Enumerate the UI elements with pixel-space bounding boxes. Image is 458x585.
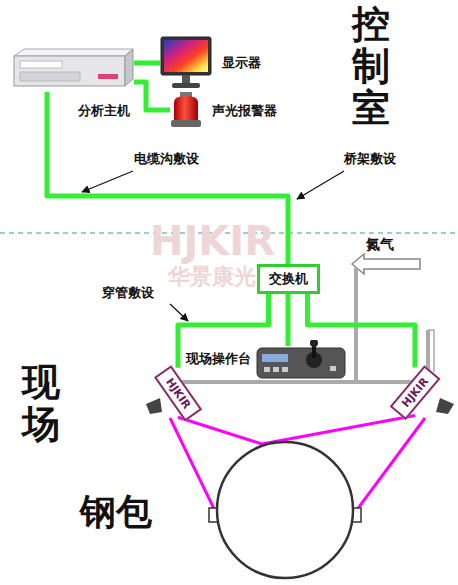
camera: HJKIR xyxy=(154,365,202,422)
monitor-icon xyxy=(160,36,212,90)
view-line xyxy=(170,418,217,515)
camera-mount xyxy=(436,398,454,414)
leader-line xyxy=(170,304,188,321)
view-line xyxy=(262,416,415,444)
cable-line xyxy=(134,61,160,66)
alarm: 声光报警器 xyxy=(170,92,300,128)
node-label: 现场操作台 xyxy=(186,350,251,368)
note-label: 氮气 xyxy=(366,236,394,254)
cable-line xyxy=(286,294,291,346)
leader-line xyxy=(297,171,344,199)
camera: HJKIR xyxy=(389,364,440,419)
host-icon xyxy=(12,48,134,92)
node-label: 交换机 xyxy=(269,270,308,288)
watermark: HJKIR xyxy=(150,218,275,264)
leader-line xyxy=(82,171,133,192)
area-label: 现场 xyxy=(22,362,60,446)
cable-line xyxy=(134,82,170,110)
node-label: 分析主机 xyxy=(78,102,130,120)
host-computer: 分析主机 xyxy=(12,48,134,120)
note-label: 穿管敷设 xyxy=(102,284,154,302)
monitor: 显示器 xyxy=(160,36,280,90)
nitrogen-pipe xyxy=(165,330,428,382)
cable-line xyxy=(178,294,269,368)
nitrogen-pipe xyxy=(428,330,434,372)
field-console: 现场操作台 xyxy=(186,340,348,380)
ladle-outline xyxy=(215,440,355,580)
node-label: 钢包 xyxy=(80,488,152,537)
console-icon xyxy=(256,340,346,380)
camera-mount xyxy=(146,398,162,414)
node-label: 声光报警器 xyxy=(212,102,277,120)
ladle: 钢包 xyxy=(215,440,355,580)
view-line xyxy=(178,417,262,444)
node-label: HJKIR xyxy=(399,375,431,410)
note-label: 电缆沟敷设 xyxy=(134,150,199,168)
cable-line xyxy=(47,92,288,264)
view-line xyxy=(353,418,425,515)
note-label: 桥架敷设 xyxy=(344,150,396,168)
alarm-icon xyxy=(170,92,202,128)
area-label: 控制室 xyxy=(352,4,390,129)
nitrogen-arrow xyxy=(352,254,420,274)
node-label: 显示器 xyxy=(222,54,261,72)
switch-box: 交换机 xyxy=(257,264,320,294)
